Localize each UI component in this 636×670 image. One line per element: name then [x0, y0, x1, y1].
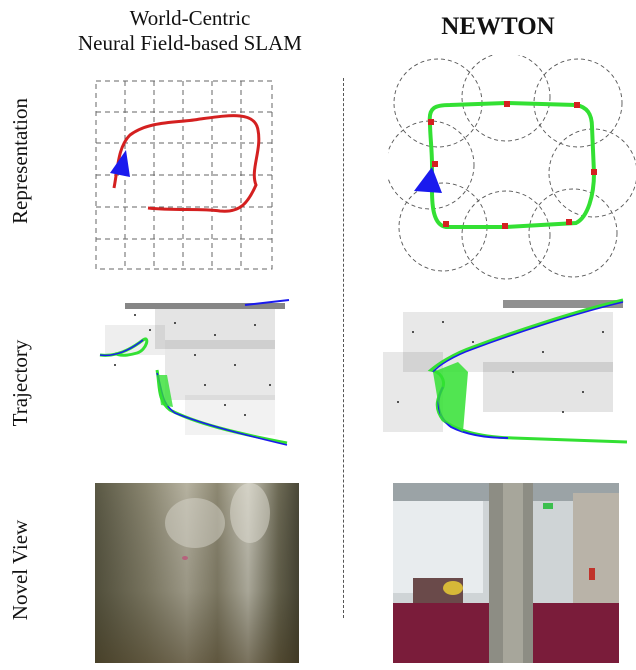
newton-submap-panel	[388, 55, 636, 280]
world-centric-trajectory	[112, 114, 261, 213]
submap-circles	[388, 55, 636, 280]
world-centric-novel-view	[95, 483, 299, 663]
column-title-line1: World-Centric	[129, 6, 251, 30]
column-title-line2: Neural Field-based SLAM	[78, 31, 302, 55]
keyframe-marker-icon	[432, 161, 438, 167]
point-cloud	[383, 300, 623, 432]
newton-novel-view	[393, 483, 619, 663]
keyframe-markers	[428, 101, 597, 229]
world-centric-trajectory-cloud	[99, 299, 290, 446]
keyframe-marker-icon	[502, 223, 508, 229]
camera-triangle-icon	[110, 150, 130, 177]
world-centric-grid-panel	[95, 80, 273, 270]
newton-trajectory-cloud	[383, 298, 628, 444]
row-label-representation: Representation	[8, 98, 32, 224]
keyframe-marker-icon	[591, 169, 597, 175]
keyframe-marker-icon	[504, 101, 510, 107]
row-label-trajectory: Trajectory	[8, 339, 32, 427]
keyframe-marker-icon	[574, 102, 580, 108]
camera-triangle-icon	[414, 167, 442, 193]
point-cloud	[105, 303, 285, 435]
keyframe-marker-icon	[443, 221, 449, 227]
newton-trajectory	[427, 100, 597, 229]
keyframe-marker-icon	[428, 119, 434, 125]
column-title-world-centric: World-Centric Neural Field-based SLAM	[20, 6, 360, 56]
keyframe-marker-icon	[566, 219, 572, 225]
row-label-novel-view: Novel View	[8, 519, 32, 621]
column-divider	[343, 78, 344, 618]
column-title-newton: NEWTON	[441, 13, 555, 40]
